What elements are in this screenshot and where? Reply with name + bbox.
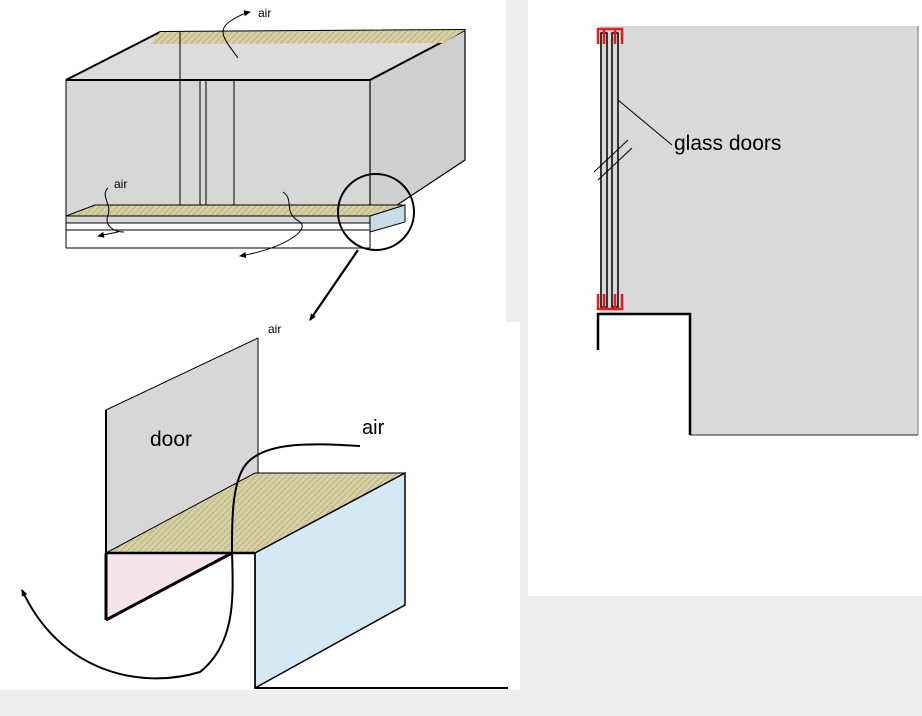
air-label-top: air xyxy=(258,6,271,20)
enclosure-front-face xyxy=(65,79,371,224)
zoomed-detail: door xyxy=(104,337,508,690)
filter-diagonal-edge xyxy=(105,551,233,622)
door-label: door xyxy=(150,428,192,451)
air-label-left: air xyxy=(114,177,127,191)
zoom-pointer-arrow xyxy=(309,249,359,321)
cross-section xyxy=(593,26,919,436)
air-label-zoom-top: air xyxy=(268,322,281,336)
air-flow-arrow xyxy=(21,443,361,680)
bottom-door-track xyxy=(596,294,624,311)
zoom-circle xyxy=(337,173,415,251)
air-arrow-left xyxy=(97,231,119,238)
air-arrow-center xyxy=(239,191,303,258)
glass-doors-label: glass doors xyxy=(674,132,781,155)
bottom-filter-strip xyxy=(65,204,406,217)
top-door-track xyxy=(596,27,624,44)
air-label-zoom-right: air xyxy=(362,417,385,439)
glass-doors-leader xyxy=(617,99,673,146)
enclosure-box xyxy=(65,29,466,249)
base-step-profile xyxy=(596,312,692,435)
air-arrow-top xyxy=(222,10,251,59)
break-mark-1 xyxy=(593,139,629,173)
break-mark-2 xyxy=(597,147,633,181)
cabinet-side-fill xyxy=(600,26,918,435)
air-arrow-left-curve xyxy=(104,187,125,233)
top-filter-strip xyxy=(150,30,465,44)
